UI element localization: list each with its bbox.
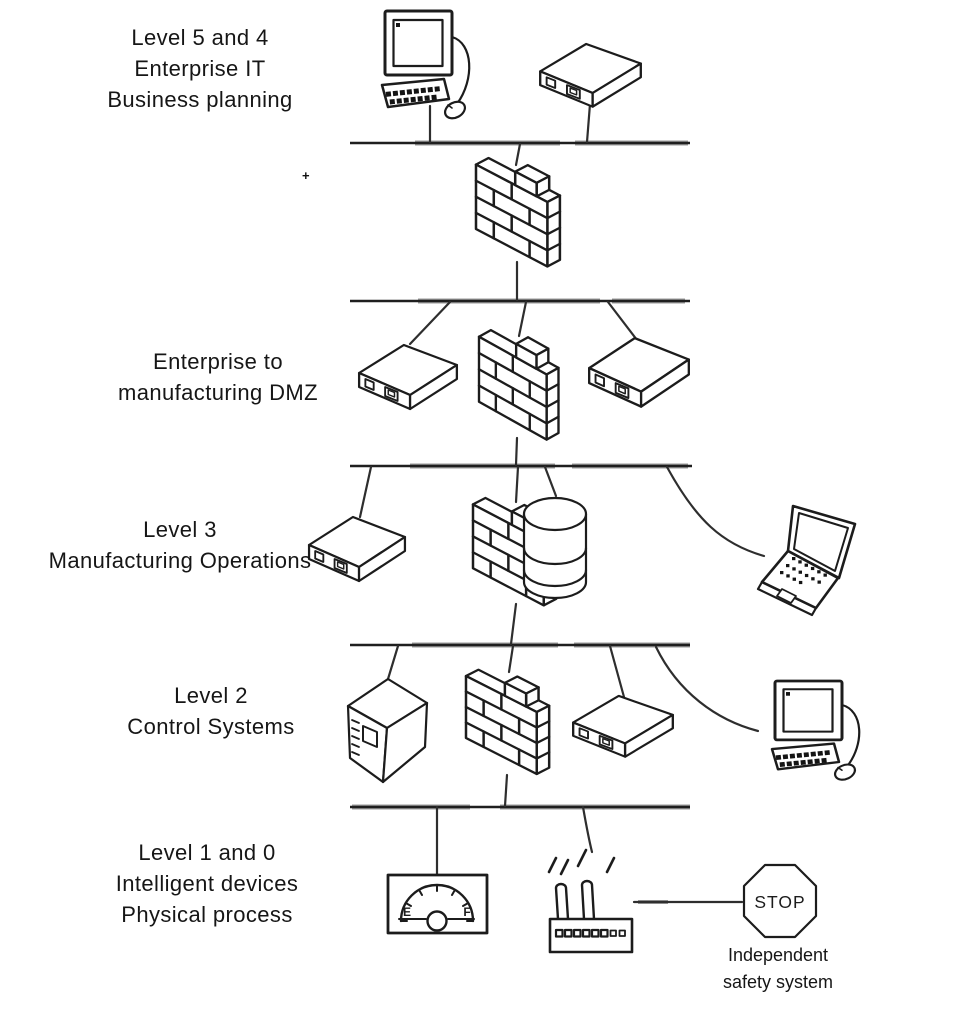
caption-line: Independent: [727, 945, 829, 965]
label-line: manufacturing DMZ: [118, 380, 318, 405]
curve-to-workstation: [654, 645, 760, 733]
firewall-icon: [474, 156, 562, 268]
stop-sign-icon: STOP: [742, 863, 818, 939]
label-line: Physical process: [121, 902, 293, 927]
label-line: Level 2: [174, 683, 248, 708]
gauge-empty-label: E: [403, 905, 411, 919]
label-line: Level 3: [143, 517, 217, 542]
label-line: Enterprise to: [153, 349, 283, 374]
label-line: Intelligent devices: [115, 871, 299, 896]
connector-lines: [358, 102, 766, 904]
label-level-3: Level 3 Manufacturing Operations: [49, 514, 312, 576]
radio-waves-icon: [547, 848, 616, 876]
gauge-icon: E F: [386, 873, 489, 935]
controller-icon: [346, 677, 429, 784]
label-line: Enterprise IT: [134, 56, 266, 81]
wireless-access-point-icon: [547, 848, 634, 954]
curve-to-laptop: [665, 465, 766, 558]
laptop-icon: [756, 504, 857, 617]
server-icon: [307, 515, 407, 583]
caption-line: safety system: [722, 972, 834, 992]
server-icon: [539, 42, 642, 108]
desktop-computer-icon: [380, 9, 471, 124]
database-icon: [522, 496, 588, 600]
label-level-5-4: Level 5 and 4 Enterprise IT Business pla…: [107, 22, 292, 115]
plus-mark: +: [302, 168, 310, 183]
label-level-1-0: Level 1 and 0 Intelligent devices Physic…: [116, 837, 298, 930]
label-line: Level 1 and 0: [138, 840, 276, 865]
label-enterprise-dmz: Enterprise to manufacturing DMZ: [118, 346, 318, 408]
server-icon: [572, 694, 674, 758]
label-line: Manufacturing Operations: [48, 548, 312, 573]
stop-sign-label: STOP: [754, 892, 805, 912]
label-line: Control Systems: [127, 714, 295, 739]
label-line: Business planning: [107, 87, 293, 112]
gauge-full-label: F: [463, 905, 470, 919]
desktop-computer-icon: [770, 679, 861, 785]
label-line: Level 5 and 4: [131, 25, 269, 50]
firewall-icon: [464, 668, 551, 776]
server-icon: [588, 336, 690, 408]
label-level-2: Level 2 Control Systems: [127, 680, 294, 742]
server-icon: [357, 343, 459, 411]
safety-system-caption: Independent safety system: [723, 942, 833, 996]
firewall-icon: [477, 328, 560, 441]
